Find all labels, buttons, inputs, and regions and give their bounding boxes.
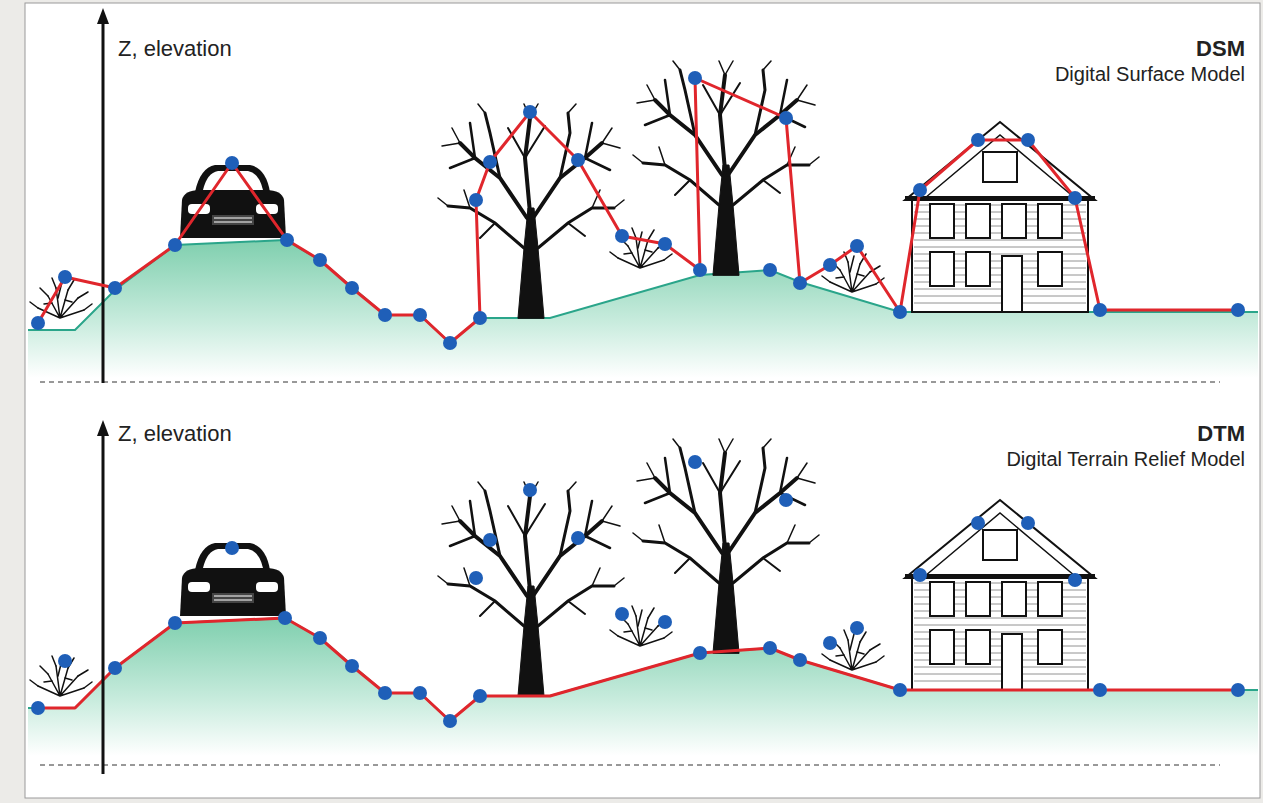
model-name: Digital Surface Model	[1055, 63, 1245, 86]
model-abbreviation: DSM	[1196, 36, 1245, 62]
model-abbreviation: DTM	[1197, 421, 1245, 447]
axis-label: Z, elevation	[118, 36, 232, 62]
axis-label: Z, elevation	[118, 421, 232, 447]
model-name: Digital Terrain Relief Model	[1006, 448, 1245, 471]
